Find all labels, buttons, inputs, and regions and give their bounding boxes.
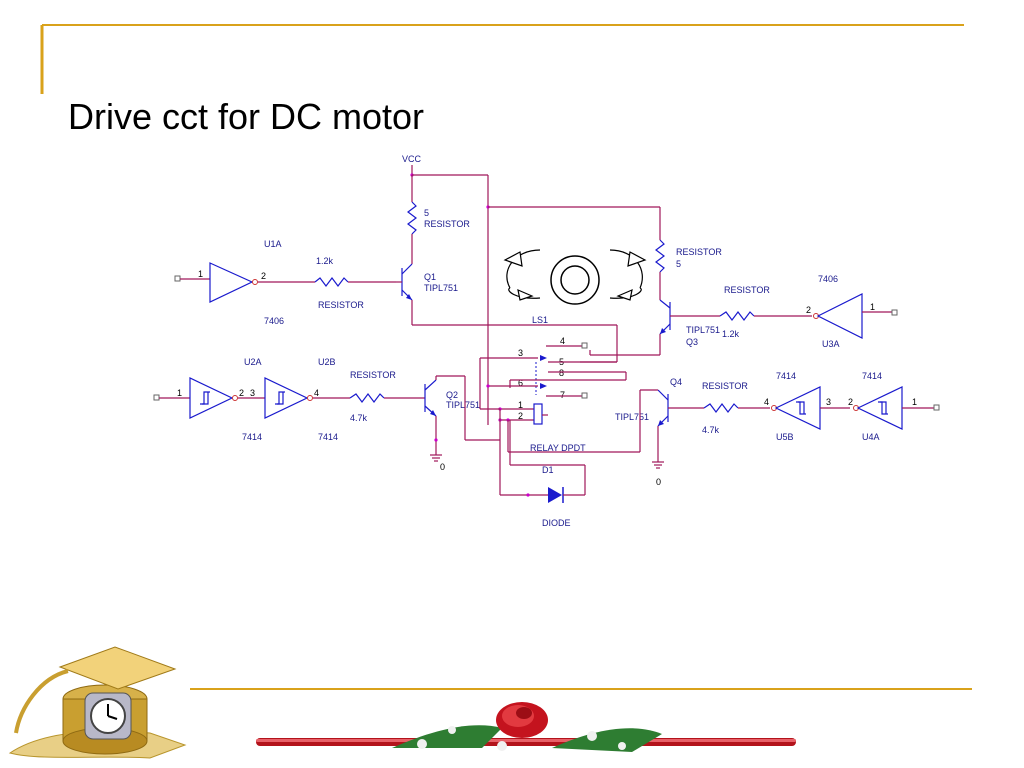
resistor-top-left-value: 5: [424, 208, 429, 218]
u3a-ref: U3A: [822, 339, 840, 349]
u1a-part: 7406: [264, 316, 284, 326]
svg-text:2: 2: [806, 305, 811, 315]
resistor-top-left: 5 RESISTOR: [407, 175, 470, 264]
u5b-ref: U5B: [776, 432, 794, 442]
slide-title: Drive cct for DC motor: [68, 96, 425, 137]
q3-part: TIPL751: [686, 325, 720, 335]
transistor-q4: Q4 TIPL751 0: [507, 377, 704, 487]
svg-text:1: 1: [177, 388, 182, 398]
svg-text:4: 4: [314, 388, 319, 398]
resistor-top-left-label: RESISTOR: [424, 219, 470, 229]
r-q4-label: RESISTOR: [702, 381, 748, 391]
svg-text:3: 3: [250, 388, 255, 398]
svg-text:1: 1: [870, 302, 875, 312]
svg-text:2: 2: [239, 388, 244, 398]
ground-left: 0: [440, 462, 445, 472]
svg-text:2: 2: [518, 411, 523, 421]
vcc-label: VCC: [402, 154, 422, 164]
q3-ref: Q3: [686, 337, 698, 347]
q1-ref: Q1: [424, 272, 436, 282]
u2b-part: 7414: [318, 432, 338, 442]
relay-ls1: LS1 4 3 5 8 6 7 1 2 RELAY DPDT: [479, 315, 627, 453]
relay-ref: LS1: [532, 315, 548, 325]
u5b-part: 7414: [776, 371, 796, 381]
inverter-u4a: 2 1 7414 U4A: [848, 371, 940, 442]
r-q1-label: RESISTOR: [318, 300, 364, 310]
r-q4-value: 4.7k: [702, 425, 720, 435]
diode-d1: D1 DIODE: [499, 409, 586, 528]
q2-part: TIPL751: [446, 400, 480, 410]
svg-text:8: 8: [559, 368, 564, 378]
svg-text:3: 3: [826, 397, 831, 407]
diode-ref: D1: [542, 465, 554, 475]
inverter-u5b: RESISTOR 4.7k 4 3 7414 U5B: [702, 371, 850, 442]
u4a-part: 7414: [862, 371, 882, 381]
svg-text:2: 2: [261, 271, 266, 281]
dc-motor-symbol: [503, 249, 647, 305]
diode-part: DIODE: [542, 518, 571, 528]
inverter-u2a: U2A 7414 1 2: [153, 357, 265, 442]
u2b-ref: U2B: [318, 357, 336, 367]
q4-ref: Q4: [670, 377, 682, 387]
bottom-border: [190, 688, 972, 690]
rose-decoration: [256, 702, 796, 752]
ground-right: 0: [656, 477, 661, 487]
u2a-part: 7414: [242, 432, 262, 442]
u2a-ref: U2A: [244, 357, 262, 367]
svg-text:7: 7: [560, 390, 565, 400]
vcc-supply: VCC: [402, 154, 660, 425]
circuit-schematic: .w { stroke:#a0185a; stroke-width:1.2; f…: [153, 154, 940, 528]
q2-ref: Q2: [446, 390, 458, 400]
resistor-top-right-value: 5: [676, 259, 681, 269]
svg-text:4: 4: [764, 397, 769, 407]
r-q3-label: RESISTOR: [724, 285, 770, 295]
relay-part: RELAY DPDT: [530, 443, 586, 453]
r-q2-label: RESISTOR: [350, 370, 396, 380]
u1a-ref: U1A: [264, 239, 282, 249]
r-q2-value: 4.7k: [350, 413, 368, 423]
svg-text:3: 3: [518, 348, 523, 358]
q4-part: TIPL751: [615, 412, 649, 422]
top-border: [40, 24, 964, 94]
transistor-q2: Q2 TIPL751 0: [424, 375, 500, 472]
transistor-q3: TIPL751 Q3: [589, 299, 720, 356]
resistor-top-right-label: RESISTOR: [676, 247, 722, 257]
svg-text:1: 1: [198, 269, 203, 279]
u3a-part: 7406: [818, 274, 838, 284]
u4a-ref: U4A: [862, 432, 880, 442]
svg-text:1: 1: [912, 397, 917, 407]
graduation-clock-icon: [0, 633, 190, 768]
r-q1-value: 1.2k: [316, 256, 334, 266]
svg-text:1: 1: [518, 400, 523, 410]
svg-text:2: 2: [848, 397, 853, 407]
svg-text:6: 6: [518, 378, 523, 388]
inverter-u1a: U1A 7406 1 2 1.2k RESISTOR: [174, 239, 396, 326]
q1-part: TIPL751: [424, 283, 458, 293]
svg-text:4: 4: [560, 336, 565, 346]
inverter-u3a: RESISTOR 1.2k 2 1 7406 U3A: [719, 274, 898, 349]
r-q3-value: 1.2k: [722, 329, 740, 339]
resistor-top-right: RESISTOR 5: [655, 207, 722, 300]
inverter-u2b: U2B 7414 3 4 RESISTOR 4.7k: [250, 357, 425, 442]
